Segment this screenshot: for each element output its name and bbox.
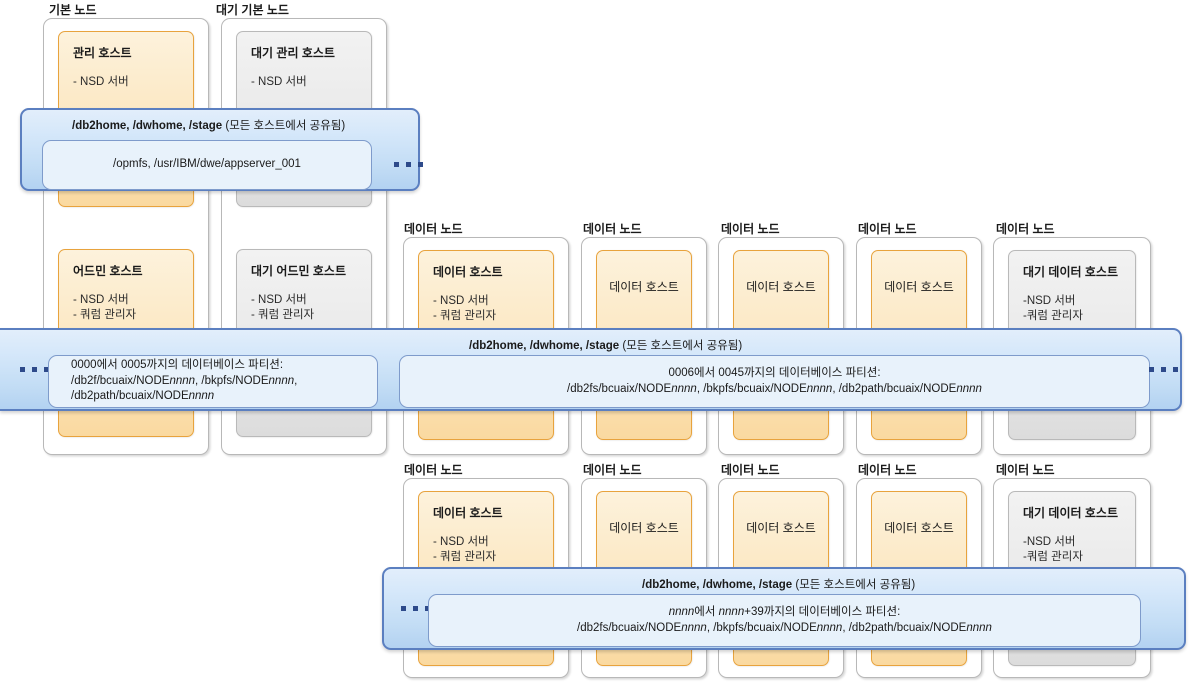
- bot-l2e: , /db2path/bcuaix/NODE: [842, 621, 967, 634]
- host-admin2-bullets: - NSD 서버- 쿼럼 관리자: [73, 294, 137, 321]
- node-label-data-b3: 데이터 노드: [721, 463, 780, 477]
- bot-l2b: nnnn: [681, 621, 707, 634]
- banner-bottom-title-bold: /db2home, /dwhome, /stage: [642, 579, 793, 591]
- banner-top-card: /opmfs, /usr/IBM/dwe/appserver_001: [42, 140, 372, 190]
- mid-main-l2c: , /bkpfs/bcuaix/NODE: [696, 382, 807, 395]
- host-data-m5-bullets: -NSD 서버-쿼럼 관리자: [1023, 295, 1083, 322]
- banner-top-card-text: /opmfs, /usr/IBM/dwe/appserver_001: [113, 158, 301, 171]
- banner-top-title-bold: /db2home, /dwhome, /stage: [72, 120, 223, 132]
- mid-left-l2d: nnnn: [268, 374, 295, 387]
- bot-l1a: nnnn: [668, 606, 695, 618]
- host-admin2-title: 어드민 호스트: [73, 264, 143, 278]
- host-data-b5-title: 대기 데이터 호스트: [1023, 506, 1118, 520]
- bot-l2d: nnnn: [816, 621, 843, 634]
- node-label-standby-primary: 대기 기본 노드: [216, 3, 289, 17]
- banner-middle-title-bold: /db2home, /dwhome, /stage: [469, 340, 620, 352]
- bot-l1d: +39까지의 데이터베이스 파티션:: [744, 606, 901, 618]
- banner-bottom-card-text: nnnn에서 nnnn+39까지의 데이터베이스 파티션:/db2fs/bcua…: [577, 605, 992, 636]
- host-data-m4-title: 데이터 호스트: [884, 280, 954, 294]
- mid-main-l1: 0006에서 0045까지의 데이터베이스 파티션:: [668, 367, 881, 379]
- mid-left-l2e: ,: [294, 374, 298, 387]
- node-label-data-b4: 데이터 노드: [858, 463, 917, 477]
- bot-l1c: nnnn: [718, 606, 745, 618]
- host-data-m1-title: 데이터 호스트: [433, 265, 503, 279]
- host-data-b3-title: 데이터 호스트: [746, 521, 816, 535]
- node-label-data-m4: 데이터 노드: [858, 222, 917, 236]
- mid-left-l3b: nnnn: [188, 390, 215, 403]
- host-standby-admin-bullets: - NSD 서버: [251, 76, 307, 88]
- banner-middle-card-main-text: 0006에서 0045까지의 데이터베이스 파티션: /db2fs/bcuaix/…: [567, 366, 982, 397]
- mid-main-l2e: , /db2path/bcuaix/NODE: [832, 382, 957, 395]
- ellipsis-icon-middle-left: [20, 367, 49, 372]
- mid-left-l2a: /db2f/bcuaix/NODE: [71, 374, 170, 387]
- banner-shared-fs-bottom: /db2home, /dwhome, /stage (모든 호스트에서 공유됨)…: [382, 567, 1186, 650]
- banner-middle-title-rest: (모든 호스트에서 공유됨): [619, 340, 743, 352]
- host-data-b5-bullets: -NSD 서버-쿼럼 관리자: [1023, 536, 1083, 563]
- host-data-b1-bullets: - NSD 서버- 쿼럼 관리자: [433, 536, 497, 563]
- host-data-b4-title: 데이터 호스트: [884, 521, 954, 535]
- node-label-data-m5: 데이터 노드: [996, 222, 1055, 236]
- mid-left-l1: 0000에서 0005까지의 데이터베이스 파티션:: [71, 359, 284, 372]
- node-label-data-b1: 데이터 노드: [404, 463, 463, 477]
- host-data-m1-bullets: - NSD 서버- 쿼럼 관리자: [433, 295, 497, 322]
- banner-middle-card-left-text: 0000에서 0005까지의 데이터베이스 파티션: /db2f/bcuaix/N…: [49, 358, 297, 405]
- banner-middle-card-left: 0000에서 0005까지의 데이터베이스 파티션: /db2f/bcuaix/N…: [48, 355, 378, 408]
- ellipsis-icon-bottom: [401, 606, 430, 611]
- host-data-m2-title: 데이터 호스트: [609, 280, 679, 294]
- mid-left-l2b: nnnn: [169, 374, 196, 387]
- node-label-data-b5: 데이터 노드: [996, 463, 1055, 477]
- mid-left-l3a: /db2path/bcuaix/NODE: [71, 390, 189, 403]
- host-standby-admin2-title: 대기 어드민 호스트: [251, 264, 346, 278]
- node-label-data-m2: 데이터 노드: [583, 222, 642, 236]
- banner-middle-title: /db2home, /dwhome, /stage (모든 호스트에서 공유됨): [469, 337, 742, 353]
- mid-left-l2c: , /bkpfs/NODE: [195, 374, 269, 387]
- bot-l1b: 에서: [694, 606, 719, 618]
- node-label-data-m1: 데이터 노드: [404, 222, 463, 236]
- banner-top-title-rest: (모든 호스트에서 공유됨): [222, 120, 346, 132]
- banner-bottom-title-rest: (모든 호스트에서 공유됨): [792, 579, 916, 591]
- bot-l2a: /db2fs/bcuaix/NODE: [577, 621, 682, 634]
- ellipsis-icon-middle-right: [1149, 367, 1178, 372]
- host-standby-admin-title: 대기 관리 호스트: [251, 46, 335, 60]
- node-label-data-b2: 데이터 노드: [583, 463, 642, 477]
- mid-main-l2f: nnnn: [956, 382, 982, 395]
- banner-middle-card-main: 0006에서 0045까지의 데이터베이스 파티션: /db2fs/bcuaix/…: [399, 355, 1150, 408]
- ellipsis-icon-top: [394, 162, 423, 167]
- host-standby-admin2-bullets: - NSD 서버- 쿼럼 관리자: [251, 294, 315, 321]
- bot-l2f: nnnn: [966, 621, 992, 634]
- node-label-data-m3: 데이터 노드: [721, 222, 780, 236]
- host-admin-bullets: - NSD 서버: [73, 76, 129, 88]
- node-label-primary: 기본 노드: [49, 3, 97, 17]
- mid-main-l2a: /db2fs/bcuaix/NODE: [567, 382, 672, 395]
- banner-top-title: /db2home, /dwhome, /stage (모든 호스트에서 공유됨): [72, 117, 345, 133]
- banner-bottom-title: /db2home, /dwhome, /stage (모든 호스트에서 공유됨): [642, 576, 915, 592]
- host-data-b2-title: 데이터 호스트: [609, 521, 679, 535]
- banner-bottom-card: nnnn에서 nnnn+39까지의 데이터베이스 파티션:/db2fs/bcua…: [428, 594, 1141, 647]
- banner-shared-fs-top: /db2home, /dwhome, /stage (모든 호스트에서 공유됨)…: [20, 108, 423, 191]
- mid-main-l2d: nnnn: [806, 382, 833, 395]
- bot-l2c: , /bkpfs/bcuaix/NODE: [706, 621, 817, 634]
- host-data-m3-title: 데이터 호스트: [746, 280, 816, 294]
- host-data-b1-title: 데이터 호스트: [433, 506, 503, 520]
- banner-shared-fs-middle: /db2home, /dwhome, /stage (모든 호스트에서 공유됨)…: [0, 328, 1182, 411]
- mid-main-l2b: nnnn: [671, 382, 697, 395]
- host-data-m5-title: 대기 데이터 호스트: [1023, 265, 1118, 279]
- host-admin-title: 관리 호스트: [73, 46, 132, 60]
